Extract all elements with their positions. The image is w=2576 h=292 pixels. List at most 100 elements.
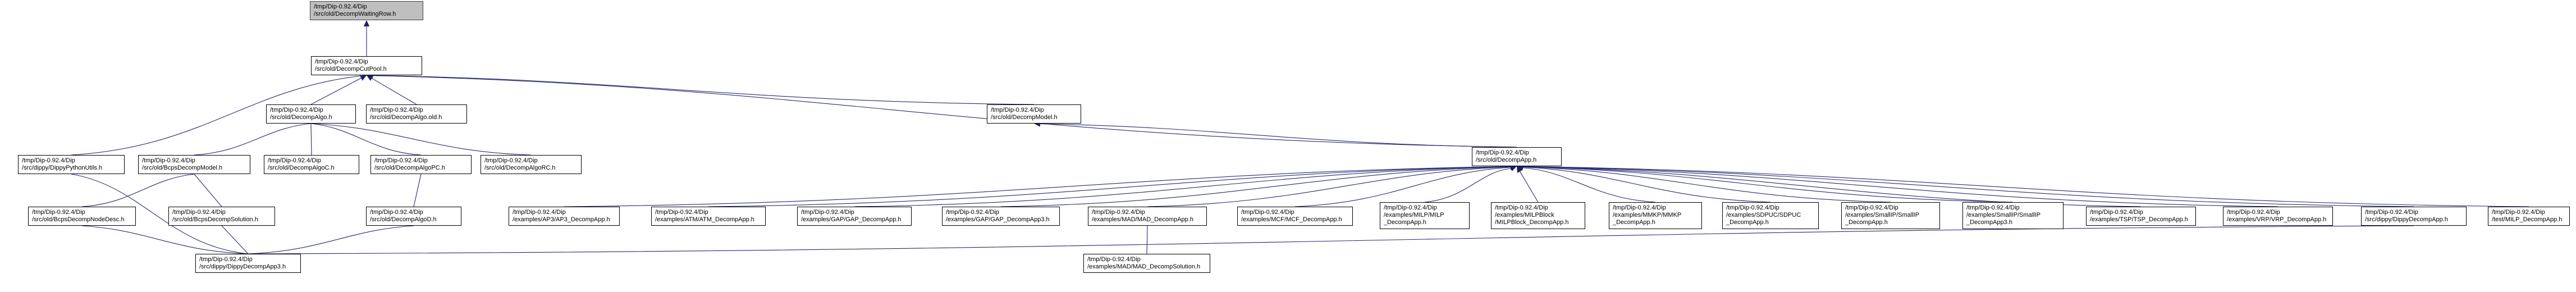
graph-edge: [854, 166, 1511, 207]
graph-edge: [310, 123, 312, 156]
graph-edge: [248, 225, 2414, 254]
node-line-1: /tmp/Dip-0.92.4/Dip: [2492, 209, 2545, 216]
node-line-2: /examples/MCF/MCF_DecompApp.h: [1241, 216, 1342, 223]
graph-node[interactable]: /tmp/Dip-0.92.4/Dip/src/old/BcpsDecompMo…: [138, 155, 250, 174]
graph-node[interactable]: /tmp/Dip-0.92.4/Dip/src/old/DecompAlgo.o…: [366, 104, 467, 124]
node-line-2: /examples/MILPBlock: [1495, 212, 1554, 218]
graph-edge: [310, 123, 422, 156]
node-line-2: /src/dippy/DippyPythonUtils.h: [22, 165, 103, 171]
node-line-2: /examples/SDPUC/SDPUC: [1726, 212, 1801, 218]
graph-node[interactable]: /tmp/Dip-0.92.4/Dip/examples/SmallIP/Sma…: [1962, 202, 2063, 229]
node-line-2: /examples/MILP/MILP: [1384, 212, 1444, 218]
graph-node[interactable]: /tmp/Dip-0.92.4/Dip/examples/ATM/ATM_Dec…: [651, 207, 766, 226]
node-line-2: /src/old/DecompAlgoC.h: [268, 165, 335, 171]
graph-node[interactable]: /tmp/Dip-0.92.4/Dip/src/dippy/DippyDecom…: [2361, 207, 2467, 226]
node-line-3: _DecompApp.h: [1845, 219, 1888, 226]
node-line-2: /examples/MAD/MAD_DecompSolution.h: [1087, 263, 1201, 270]
node-line-3: _DecompApp3.h: [1966, 219, 2012, 226]
node-line-1: /tmp/Dip-0.92.4/Dip: [32, 209, 85, 216]
graph-edge: [81, 225, 249, 254]
node-line-1: /tmp/Dip-0.92.4/Dip: [1092, 209, 1145, 216]
node-line-1: /tmp/Dip-0.92.4/Dip: [946, 209, 999, 216]
graph-edge: [221, 225, 249, 254]
graph-node[interactable]: /tmp/Dip-0.92.4/Dip/examples/VRP/VRP_Dec…: [2223, 207, 2333, 226]
node-line-1: /tmp/Dip-0.92.4/Dip: [370, 107, 423, 113]
node-line-1: /tmp/Dip-0.92.4/Dip: [991, 107, 1044, 113]
node-line-1: /tmp/Dip-0.92.4/Dip: [1087, 256, 1141, 263]
graph-node[interactable]: /tmp/Dip-0.92.4/Dip/examples/AP3/AP3_Dec…: [509, 207, 620, 226]
graph-edge: [310, 77, 362, 105]
graph-edge: [1424, 168, 1511, 203]
node-line-2: /src/old/DecompAlgoRC.h: [484, 165, 556, 171]
graph-edge: [1000, 166, 1511, 207]
node-line-1: /tmp/Dip-0.92.4/Dip: [655, 209, 708, 216]
node-line-1: /tmp/Dip-0.92.4/Dip: [172, 209, 226, 216]
graph-node[interactable]: /tmp/Dip-0.92.4/Dip/examples/TSP/TSP_Dec…: [2086, 207, 2196, 226]
graph-node[interactable]: /tmp/Dip-0.92.4/Dip/src/old/DecompApp.h: [1472, 147, 1562, 166]
graph-node[interactable]: /tmp/Dip-0.92.4/Dip/examples/MCF/MCF_Dec…: [1237, 207, 1353, 226]
node-line-2: /examples/GAP/GAP_DecompApp3.h: [946, 216, 1050, 223]
graph-node[interactable]: /tmp/Dip-0.92.4/Dip/src/dippy/DippyPytho…: [18, 155, 125, 174]
graph-node[interactable]: /tmp/Dip-0.92.4/Dip/src/old/DecompAlgo.h: [266, 104, 356, 124]
graph-node[interactable]: /tmp/Dip-0.92.4/Dip/examples/MILPBlock/M…: [1491, 202, 1585, 229]
node-line-3: _DecompApp.h: [1613, 219, 1655, 226]
graph-edge: [1522, 166, 1771, 203]
node-line-2: /examples/GAP/GAP_DecompApp.h: [801, 216, 902, 223]
node-line-1: /tmp/Dip-0.92.4/Dip: [314, 3, 367, 10]
graph-node[interactable]: /tmp/Dip-0.92.4/Dip/examples/MMKP/MMKP_D…: [1609, 202, 1702, 229]
graph-edge: [1522, 166, 2414, 207]
node-line-2: /src/old/BcpsDecompSolution.h: [172, 216, 258, 223]
graph-edge: [1040, 123, 1517, 148]
node-line-1: /tmp/Dip-0.92.4/Dip: [1384, 204, 1437, 211]
graph-node[interactable]: /tmp/Dip-0.92.4/Dip/src/old/DecompModel.…: [987, 104, 1081, 124]
graph-node[interactable]: /tmp/Dip-0.92.4/Dip/examples/MAD/MAD_Dec…: [1083, 254, 1210, 273]
node-line-1: /tmp/Dip-0.92.4/Dip: [2365, 209, 2418, 216]
node-line-2: /src/old/DecompCutPool.h: [315, 66, 387, 72]
node-line-2: /src/dippy/DippyDecompApp3.h: [199, 263, 286, 270]
graph-node[interactable]: /tmp/Dip-0.92.4/Dip/examples/SDPUC/SDPUC…: [1722, 202, 1819, 229]
edge-arrowhead-icon: [1517, 166, 1523, 174]
node-line-2: /src/old/BcpsDecompModel.h: [142, 165, 223, 171]
graph-node[interactable]: /tmp/Dip-0.92.4/Dip/test/MILP_DecompApp.…: [2488, 207, 2570, 226]
graph-edge: [372, 75, 1517, 148]
graph-node[interactable]: /tmp/Dip-0.92.4/Dip/examples/GAP/GAP_Dec…: [942, 207, 1060, 226]
node-line-1: /tmp/Dip-0.92.4/Dip: [315, 58, 368, 65]
node-line-2: /examples/ATM/ATM_DecompApp.h: [655, 216, 754, 223]
graph-node[interactable]: /tmp/Dip-0.92.4/Dip/examples/MILP/MILP_D…: [1380, 202, 1470, 229]
node-line-2: /src/old/DecompAlgoPC.h: [374, 165, 445, 171]
graph-node-root[interactable]: /tmp/Dip-0.92.4/Dip/src/old/DecompWaitin…: [310, 1, 423, 20]
graph-edge: [372, 78, 417, 105]
graph-node[interactable]: /tmp/Dip-0.92.4/Dip/examples/SmallIP/Sma…: [1841, 202, 1940, 229]
node-line-2: /src/old/DecompAlgo.old.h: [370, 114, 442, 121]
node-line-1: /tmp/Dip-0.92.4/Dip: [1241, 209, 1294, 216]
node-line-2: /src/old/DecompWaitingRow.h: [314, 11, 396, 17]
node-line-2: /test/MILP_DecompApp.h: [2492, 216, 2563, 223]
node-line-1: /tmp/Dip-0.92.4/Dip: [801, 209, 854, 216]
graph-node[interactable]: /tmp/Dip-0.92.4/Dip/src/old/DecompCutPoo…: [311, 56, 422, 75]
graph-node[interactable]: /tmp/Dip-0.92.4/Dip/src/old/BcpsDecompSo…: [168, 207, 275, 226]
graph-node[interactable]: /tmp/Dip-0.92.4/Dip/src/dippy/DippyDecom…: [195, 254, 301, 273]
graph-node[interactable]: /tmp/Dip-0.92.4/Dip/examples/MAD/MAD_Dec…: [1088, 207, 1207, 226]
node-line-2: /examples/AP3/AP3_DecompApp.h: [513, 216, 610, 223]
graph-node[interactable]: /tmp/Dip-0.92.4/Dip/src/old/DecompAlgoC.…: [264, 155, 359, 174]
graph-edge: [1522, 166, 1891, 203]
graph-node[interactable]: /tmp/Dip-0.92.4/Dip/src/old/DecompAlgoPC…: [370, 155, 472, 174]
graph-edge: [1522, 166, 2142, 207]
node-line-2: /examples/VRP/VRP_DecompApp.h: [2227, 216, 2327, 223]
node-line-1: /tmp/Dip-0.92.4/Dip: [484, 157, 538, 164]
graph-node[interactable]: /tmp/Dip-0.92.4/Dip/src/old/DecompAlgoRC…: [481, 155, 582, 174]
node-line-3: _DecompApp.h: [1726, 219, 1769, 226]
node-line-2: /src/dippy/DippyDecompApp.h: [2365, 216, 2448, 223]
graph-edge: [372, 75, 1035, 105]
node-line-2: /examples/MMKP/MMKP: [1613, 212, 1682, 218]
node-line-1: /tmp/Dip-0.92.4/Dip: [1966, 204, 2020, 211]
graph-edge: [708, 166, 1511, 207]
node-line-2: /examples/MAD/MAD_DecompApp.h: [1092, 216, 1193, 223]
graph-node[interactable]: /tmp/Dip-0.92.4/Dip/examples/GAP/GAP_Dec…: [797, 207, 912, 226]
graph-edge: [1147, 166, 1511, 207]
graph-edge: [1522, 166, 2014, 203]
node-line-2: /examples/SmallIP/SmallIP: [1966, 212, 2041, 218]
graph-node[interactable]: /tmp/Dip-0.92.4/Dip/src/old/DecompAlgoD.…: [366, 207, 461, 226]
node-line-2: /examples/TSP/TSP_DecompApp.h: [2090, 216, 2188, 223]
graph-node[interactable]: /tmp/Dip-0.92.4/Dip/src/old/BcpsDecompNo…: [28, 207, 136, 226]
